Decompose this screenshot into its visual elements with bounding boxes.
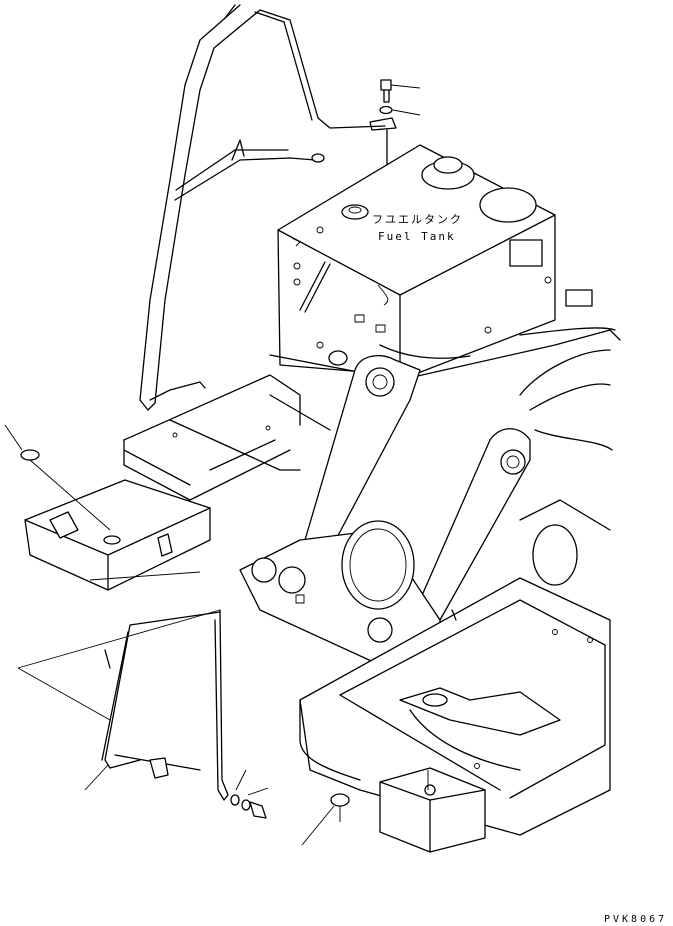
left-cover: [5, 425, 210, 590]
fuel-tank-label-en: Fuel Tank: [378, 230, 456, 243]
drawing-code: PVK8067: [604, 914, 667, 925]
lower-bolt: [231, 770, 268, 818]
top-bolt: [370, 80, 420, 198]
lower-cap: [302, 794, 349, 845]
fuel-tank: [278, 145, 592, 380]
lower-handrail: [18, 572, 228, 800]
fuel-tank-label-jp: フユエルタンク: [372, 213, 463, 226]
boom-brackets: [240, 345, 610, 665]
lower-frame: [300, 578, 610, 852]
upper-handrail: [140, 5, 385, 410]
